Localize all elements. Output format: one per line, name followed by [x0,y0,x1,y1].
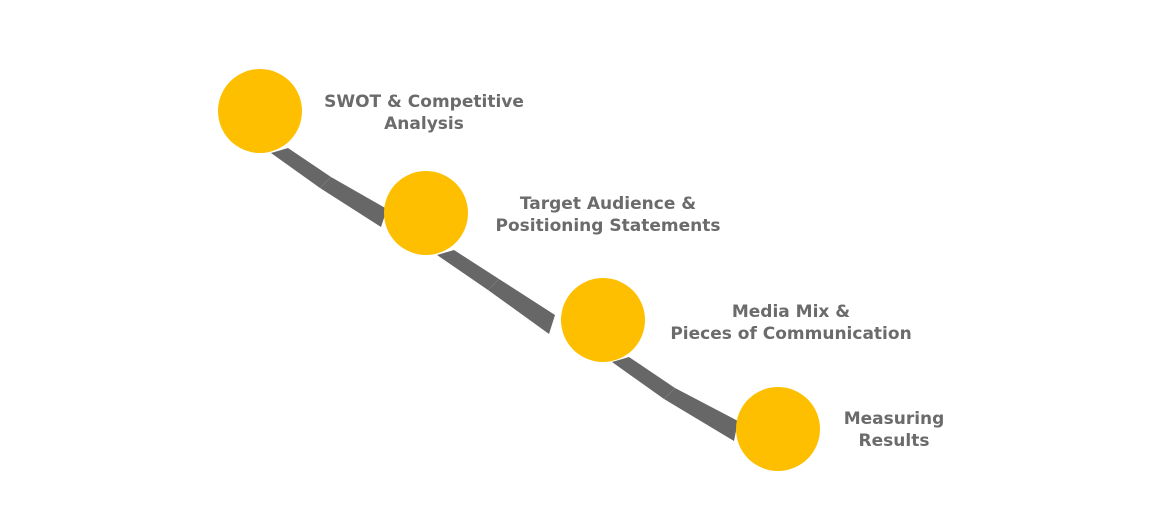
step-label-4-line2: Results [858,431,930,451]
step-label-3-line2: Pieces of Communication [670,324,912,344]
step-label-2-line2: Positioning Statements [495,216,721,236]
step-label-4-line1: Measuring [843,409,945,429]
step-node-3 [561,278,645,362]
step-node-2 [384,171,468,255]
connector-segment [664,388,738,441]
step-node-4 [736,387,820,471]
step-label-1-line1: SWOT & Competitive [324,92,524,112]
step-label-3-line1: Media Mix & [731,302,851,322]
step-label-3: Media Mix & Pieces of Communication [650,301,932,345]
connector-segment [488,279,555,334]
step-label-1-line2: Analysis [384,114,464,134]
step-node-1 [218,69,302,153]
connector-segment [320,177,387,227]
step-label-2-line1: Target Audience & [519,194,697,214]
step-label-1: SWOT & Competitive Analysis [304,91,544,135]
step-label-2: Target Audience & Positioning Statements [468,193,748,237]
connector-segment [437,250,499,290]
step-label-4: Measuring Results [824,408,964,452]
connector-arrows [271,148,738,441]
step-nodes [218,69,820,471]
connector-segment [612,357,675,399]
connector-segment [271,148,331,188]
